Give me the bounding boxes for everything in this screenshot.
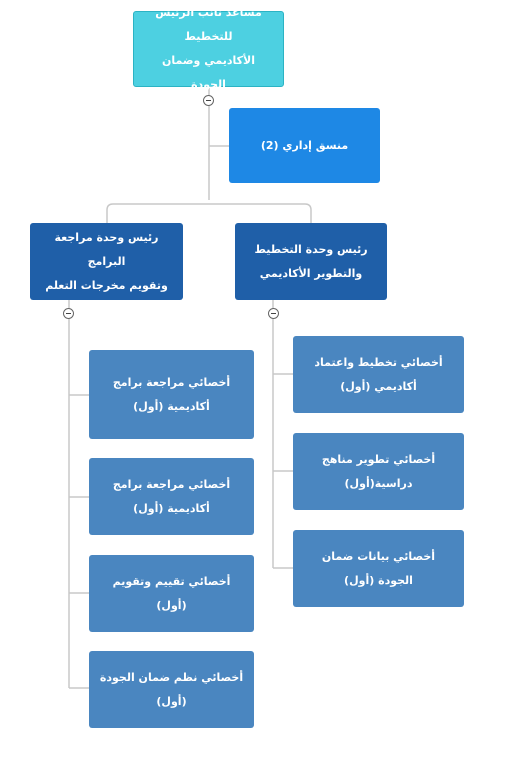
planning-specialist-node[interactable]: أخصائي تطوير مناهج دراسية(أول) [293,433,464,510]
root-node[interactable]: مساعد نائب الرئيس للتخطيط الأكاديمي وضما… [133,6,284,91]
review-specialist-node[interactable]: أخصائي تقييم وتقويم (أول) [89,555,254,632]
planning-specialist-node[interactable]: أخصائي بيانات ضمان الجودة (أول) [293,530,464,607]
specialist-line1: أخصائي تخطيط واعتماد [314,355,443,369]
specialist-line2: أكاديمي (أول) [340,379,417,393]
planning-specialist-node[interactable]: أخصائي تخطيط واعتماد أكاديمي (أول) [293,336,464,413]
admin-label: منسق إداري (2) [260,138,349,152]
specialist-line1: أخصائي مراجعة برامج [112,375,231,389]
admin-coordinator-node[interactable]: منسق إداري (2) [229,108,380,183]
head-planning-line2: والتطوير الأكاديمي [259,266,363,280]
specialist-line1: أخصائي تطوير مناهج [321,452,436,466]
review-specialist-node[interactable]: أخصائي مراجعة برامج أكاديمية (أول) [89,350,254,439]
specialist-line2: أكاديمية (أول) [133,399,210,413]
head-review-line2: وتقويم مخرجات التعلم [45,278,168,292]
specialist-line1: أخصائي مراجعة برامج [112,477,231,491]
head-planning-line1: رئيس وحدة التخطيط [254,242,368,256]
collapse-toggle-root[interactable] [203,95,214,106]
specialist-line2: الجودة (أول) [344,573,413,587]
specialist-line1: أخصائي بيانات ضمان [321,549,436,563]
specialist-line2: أكاديمية (أول) [133,501,210,515]
review-specialist-node[interactable]: أخصائي نظم ضمان الجودة (أول) [89,651,254,728]
specialist-line2: دراسية(أول) [344,476,413,490]
head-planning-node[interactable]: رئيس وحدة التخطيط والتطوير الأكاديمي [235,223,387,300]
collapse-toggle-review[interactable] [63,308,74,319]
collapse-toggle-planning[interactable] [268,308,279,319]
review-specialist-node[interactable]: أخصائي مراجعة برامج أكاديمية (أول) [89,458,254,535]
head-review-node[interactable]: رئيس وحدة مراجعة البرامج وتقويم مخرجات ا… [30,223,183,300]
root-line2: الأكاديمي وضمان الجودة [162,54,255,91]
specialist-line1: أخصائي نظم ضمان الجودة [99,670,244,684]
root-line1: مساعد نائب الرئيس للتخطيط [155,6,262,43]
head-review-line1: رئيس وحدة مراجعة البرامج [54,230,159,268]
specialist-line2: (أول) [156,694,187,708]
specialist-line1: أخصائي تقييم وتقويم (أول) [112,574,231,612]
